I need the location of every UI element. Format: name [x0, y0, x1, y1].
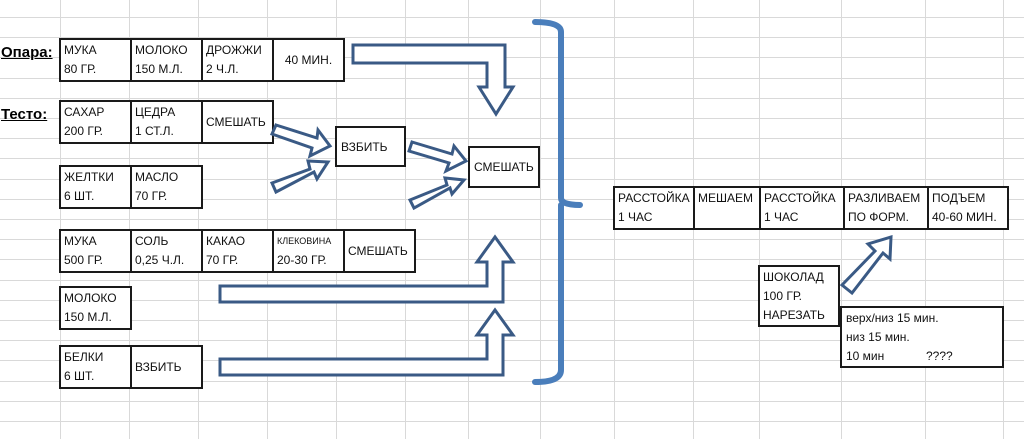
- whip-box[interactable]: ВЗБИТЬ: [335, 126, 406, 167]
- chocolate-name: ШОКОЛАД: [763, 270, 824, 284]
- process-step[interactable]: МЕШАЕМ: [693, 186, 761, 230]
- label-opara: Опара:: [1, 44, 53, 61]
- whites-action-cell[interactable]: ВЗБИТЬ: [130, 345, 203, 389]
- mix-box[interactable]: СМЕШАТЬ: [468, 146, 540, 188]
- chocolate-box[interactable]: ШОКОЛАД 100 ГР. НАРЕЗАТЬ: [758, 265, 840, 327]
- chocolate-amount: 100 ГР.: [763, 289, 802, 303]
- chocolate-action: НАРЕЗАТЬ: [763, 308, 825, 322]
- baking-box[interactable]: верх/низ 15 мин. низ 15 мин. 10 мин????: [840, 306, 1004, 368]
- baking-step-2: низ 15 мин.: [846, 330, 910, 344]
- flour-action-cell[interactable]: СМЕШАТЬ: [343, 229, 416, 273]
- baking-step-1: верх/низ 15 мин.: [846, 311, 939, 325]
- sugar-action-cell[interactable]: СМЕШАТЬ: [201, 100, 274, 144]
- baking-unknown: ????: [926, 349, 953, 363]
- opara-time-cell[interactable]: 40 МИН.: [272, 38, 345, 82]
- label-testo: Тесто:: [1, 106, 48, 123]
- baking-step-3: 10 мин: [846, 349, 885, 363]
